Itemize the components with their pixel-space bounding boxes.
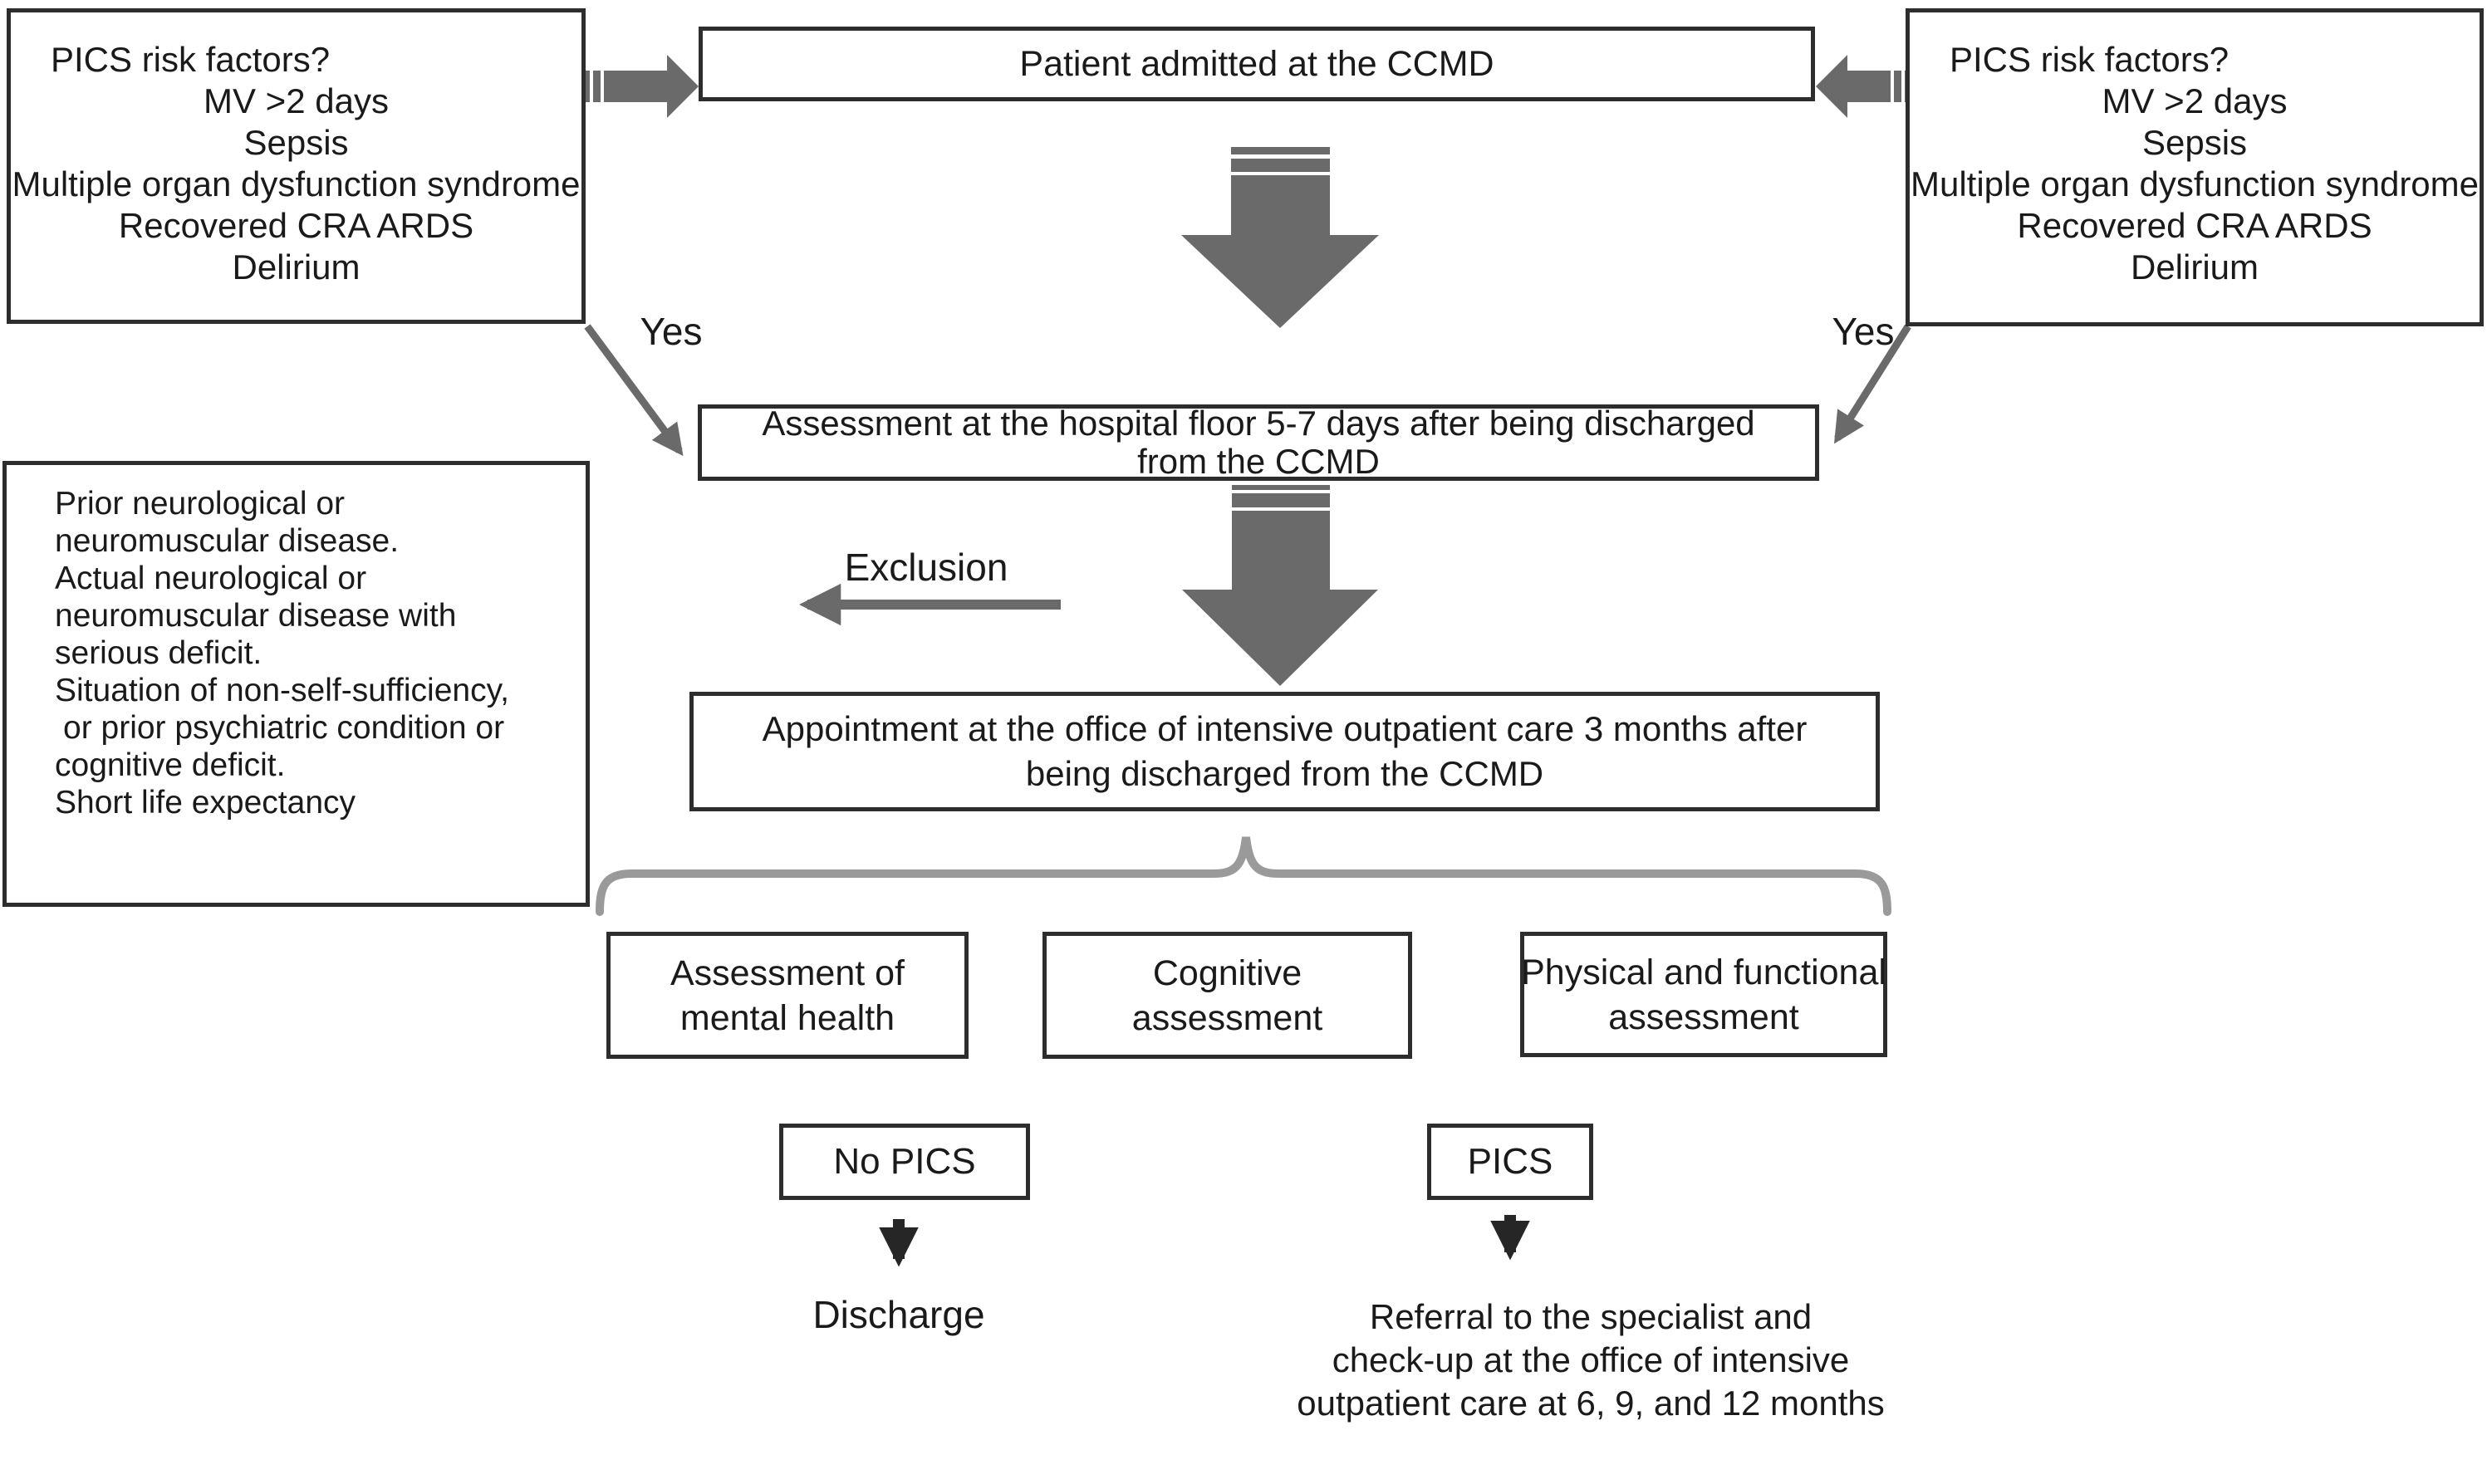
referral-label: Referral to the specialist and check-up … (1292, 1295, 1890, 1425)
pics-box: PICS (1427, 1124, 1593, 1200)
yes-label-right: Yes (1832, 310, 1895, 353)
yes-label-left: Yes (640, 310, 703, 353)
criteria-line: Prior neurological or (55, 486, 346, 522)
referral-line: check-up at the office of intensive (1332, 1340, 1850, 1379)
yes-arrow-left (584, 324, 684, 457)
criteria-line: or prior psychiatric condition or (63, 710, 505, 746)
cognitive-box: Cognitive assessment (1042, 932, 1412, 1059)
physical-box: Physical and functional assessment (1520, 932, 1887, 1057)
referral-line: Referral to the specialist and (1369, 1297, 1813, 1336)
striped-down-arrow-icon-2 (1182, 485, 1378, 686)
risk-line: Multiple organ dysfunction syndrome (1910, 164, 2480, 203)
exclusion-label: Exclusion (844, 546, 1008, 589)
cognitive-line: assessment (1131, 997, 1323, 1038)
mental-health-box: Assessment of mental health (606, 932, 969, 1059)
right-risk-factors-box: PICS risk factors? MV >2 days Sepsis Mul… (1906, 8, 2484, 326)
brace-icon (596, 836, 1891, 916)
criteria-line: neuromuscular disease with (55, 598, 457, 634)
risk-line: MV >2 days (2102, 81, 2288, 120)
criteria-line: Actual neurological or (55, 561, 367, 596)
criteria-line: neuromuscular disease. (55, 523, 400, 559)
no-pics-text: No PICS (833, 1141, 976, 1182)
left-risk-factors-box: PICS risk factors? MV >2 days Sepsis Mul… (7, 8, 586, 324)
floor-assessment-line: Assessment at the hospital floor 5-7 day… (762, 404, 1755, 443)
cognitive-line: Cognitive (1152, 953, 1302, 993)
physical-line: assessment (1608, 997, 1799, 1037)
risk-line: Recovered CRA ARDS (118, 206, 474, 245)
criteria-line: serious deficit. (55, 635, 262, 671)
striped-down-arrow-icon-1 (1181, 147, 1379, 328)
risk-line: Delirium (232, 247, 361, 287)
risk-line: PICS risk factors? (51, 40, 331, 79)
exclusion-criteria-box: Prior neurological or neuromuscular dise… (2, 461, 590, 907)
yes-arrow-right (1833, 324, 1911, 444)
floor-assessment-line: from the CCMD (1137, 442, 1380, 481)
risk-line: Multiple organ dysfunction syndrome (12, 164, 581, 203)
criteria-line: Situation of non-self-sufficiency, (55, 673, 510, 708)
pics-text: PICS (1467, 1141, 1553, 1182)
mental-health-line: Assessment of (670, 953, 905, 993)
risk-line: Delirium (2130, 247, 2259, 287)
discharge-label: Discharge (812, 1293, 985, 1336)
admission-text: Patient admitted at the CCMD (1019, 43, 1494, 84)
appointment-box: Appointment at the office of intensive o… (689, 692, 1880, 811)
risk-line: MV >2 days (204, 81, 389, 120)
criteria-line: Short life expectancy (55, 785, 356, 820)
striped-left-arrow-icon (1816, 55, 1909, 118)
criteria-line: cognitive deficit. (55, 747, 286, 783)
risk-line: Recovered CRA ARDS (2017, 206, 2372, 245)
mental-health-line: mental health (679, 997, 895, 1038)
risk-line: Sepsis (243, 123, 349, 162)
physical-line: Physical and functional (1521, 952, 1886, 992)
floor-assessment-box: Assessment at the hospital floor 5-7 day… (698, 404, 1819, 481)
no-pics-box: No PICS (779, 1124, 1030, 1200)
appointment-line: Appointment at the office of intensive o… (762, 709, 1808, 748)
risk-line: PICS risk factors? (1950, 40, 2230, 79)
striped-right-arrow-icon (586, 55, 699, 118)
admission-box: Patient admitted at the CCMD (699, 27, 1815, 101)
appointment-line: being discharged from the CCMD (1025, 754, 1544, 793)
risk-line: Sepsis (2141, 123, 2248, 162)
referral-line: outpatient care at 6, 9, and 12 months (1297, 1384, 1885, 1423)
